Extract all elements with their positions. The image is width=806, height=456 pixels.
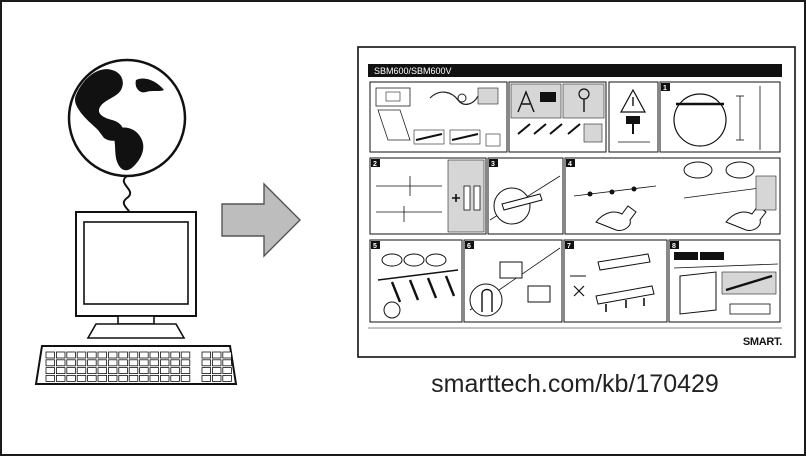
keyboard-key [97,351,108,359]
keyboard-key [87,374,97,382]
keyboard-key [76,351,87,359]
keyboard-key [201,367,212,375]
keyboard-key [139,359,149,367]
keyboard-key [149,351,160,359]
keyboard-key [87,359,97,367]
keyboard-key [222,374,232,382]
keyboard-key [76,359,87,367]
right-arrow-icon [221,182,301,258]
keyboard-key [180,374,191,382]
keyboard-key [56,367,66,375]
smart-logo: SMART. [743,336,782,348]
keyboard-key [128,359,139,367]
keyboard-key [139,351,149,359]
keyboard-key [159,367,170,375]
keyboard-key [66,374,76,382]
keyboard-key [159,359,170,367]
keyboard-key [56,374,66,382]
keyboard-key [128,367,139,375]
keyboard-key [201,374,212,382]
panel-row-2: 2 3 4 [369,157,781,235]
keyboard-key [211,351,222,359]
panel-number-5: 5 [373,243,377,250]
keyboard-key [222,367,232,375]
keyboard-keys [45,351,232,382]
keyboard-key [66,351,76,359]
keyboard-key [118,359,128,367]
panel-row-1: 1 [369,81,781,153]
panel-number-7: 7 [567,243,571,250]
keyboard-key [180,367,191,375]
keyboard-key [159,374,170,382]
keyboard-key [45,374,56,382]
keyboard-key [170,374,180,382]
panel-number-1: 1 [663,85,667,92]
installation-guide-thumbnail: SBM600/SBM600V [357,46,796,358]
keyboard-key [66,367,76,375]
keyboard-key [201,351,212,359]
keyboard-key [56,359,66,367]
keyboard-key [66,359,76,367]
panel-number-3: 3 [491,161,495,168]
keyboard-key [201,359,212,367]
keyboard-key [97,367,108,375]
keyboard-key [118,374,128,382]
poster-header-bar [368,64,782,77]
keyboard-key [108,374,118,382]
keyboard-key [45,367,56,375]
keyboard-key [45,351,56,359]
keyboard-key [108,359,118,367]
panel-number-4: 4 [568,161,572,168]
panel-number-8: 8 [672,243,676,250]
panel-row-3: 5 6 7 8 [369,239,781,323]
keyboard-key [149,359,160,367]
panel-number-2: 2 [373,161,377,168]
computer-monitor-icon [75,211,197,339]
globe-icon [67,58,187,178]
keyboard-key [87,351,97,359]
keyboard-key [180,359,191,367]
keyboard-key [170,351,180,359]
keyboard-key [108,351,118,359]
keyboard-icon [34,345,238,385]
keyboard-key [45,359,56,367]
keyboard-key [211,367,222,375]
keyboard-key [108,367,118,375]
keyboard-key [97,359,108,367]
keyboard-key [76,374,87,382]
keyboard-key [170,359,180,367]
keyboard-key [118,367,128,375]
keyboard-key [180,351,191,359]
keyboard-key [149,367,160,375]
keyboard-key [56,351,66,359]
keyboard-key [139,367,149,375]
keyboard-key [128,374,139,382]
keyboard-key [211,374,222,382]
keyboard-key [87,367,97,375]
keyboard-key [97,374,108,382]
keyboard-key [222,351,232,359]
keyboard-key [139,374,149,382]
keyboard-key [149,374,160,382]
panel-number-6: 6 [467,243,471,250]
keyboard-key [211,359,222,367]
keyboard-key [159,351,170,359]
poster-title: SBM600/SBM600V [374,66,452,76]
keyboard-key [128,351,139,359]
keyboard-key [76,367,87,375]
kb-url: smarttech.com/kb/170429 [431,370,719,398]
keyboard-key [118,351,128,359]
keyboard-key [170,367,180,375]
keyboard-key [222,359,232,367]
